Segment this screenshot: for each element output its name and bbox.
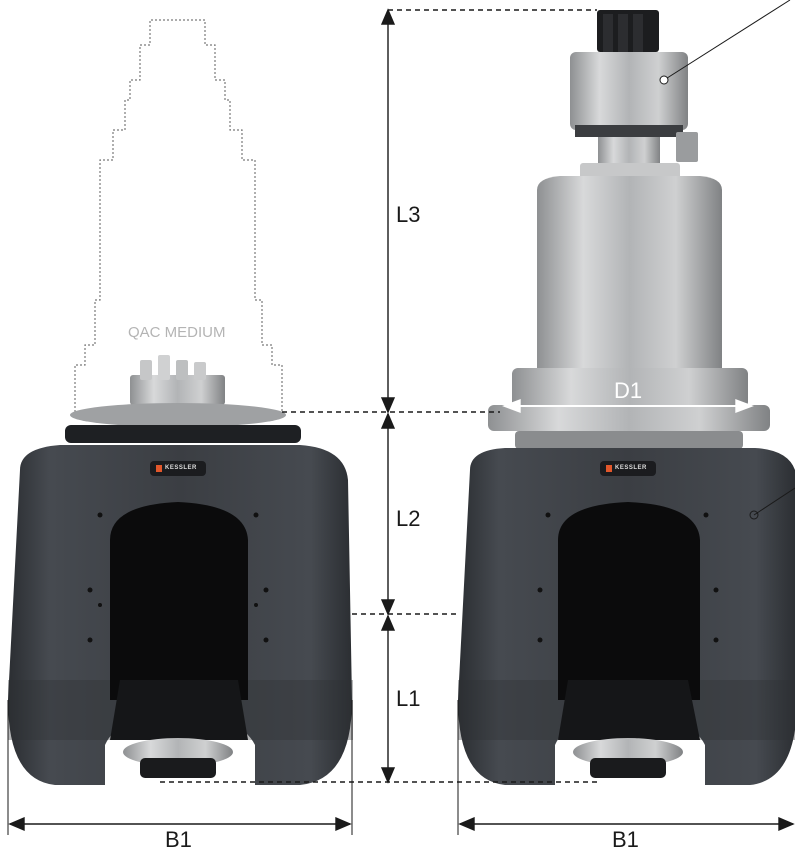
callout-leaders — [659, 0, 795, 520]
dim-label-l1: L1 — [396, 686, 421, 711]
right-main-cylinder — [537, 176, 722, 372]
left-flange-ring — [70, 403, 286, 427]
right-housing-window — [558, 502, 700, 700]
left-brand-plate — [150, 461, 206, 476]
dimension-b1-right — [457, 700, 795, 835]
dim-label-b1-left: B1 — [165, 827, 192, 852]
dim-label-l2: L2 — [396, 506, 421, 531]
qac-medium-label: QAC MEDIUM — [128, 324, 226, 341]
right-screws — [537, 512, 719, 643]
dim-label-d1: D1 — [614, 378, 643, 403]
dim-label-l3: L3 — [396, 202, 421, 227]
right-unit — [458, 10, 795, 785]
dimension-d1 — [502, 398, 754, 414]
dimension-b1-left — [7, 700, 353, 835]
left-unit — [8, 19, 353, 785]
dimension-l1 — [380, 614, 396, 784]
left-housing-window — [110, 502, 248, 700]
right-motor-cap — [570, 52, 688, 130]
left-spindle-stub — [130, 355, 225, 405]
left-screws — [87, 512, 269, 643]
left-brand-text: KESSLER — [165, 465, 197, 471]
right-brand-plate — [600, 461, 656, 476]
dim-label-b1-right: B1 — [612, 827, 639, 852]
right-brand-text: KESSLER — [615, 465, 647, 471]
dimension-l3 — [380, 8, 396, 414]
dimension-lines — [7, 8, 795, 835]
dimension-l2 — [380, 412, 396, 616]
right-flange — [512, 368, 748, 408]
qac-medium-ghost-outline — [74, 19, 283, 412]
